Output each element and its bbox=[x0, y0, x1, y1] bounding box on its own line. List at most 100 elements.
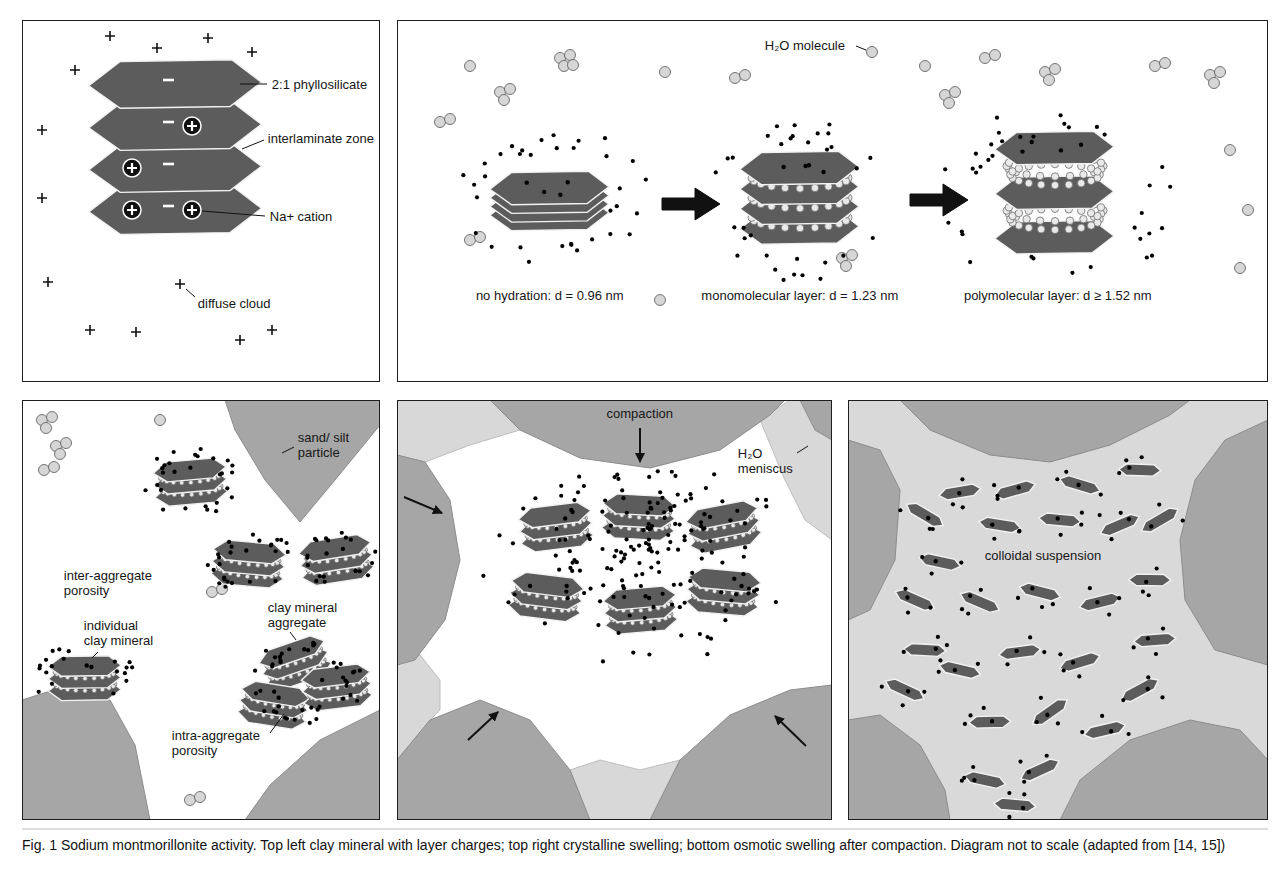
cation-dot bbox=[905, 688, 911, 694]
water-molecule bbox=[1235, 263, 1246, 274]
cation-dot bbox=[274, 549, 278, 553]
water-molecule bbox=[1037, 226, 1044, 233]
cation-dot bbox=[1055, 477, 1059, 481]
cation-dot bbox=[943, 167, 947, 171]
cation-dot bbox=[1017, 529, 1021, 533]
cation-dot bbox=[755, 587, 759, 591]
cation-dot bbox=[933, 559, 938, 564]
cation-dot bbox=[475, 195, 479, 199]
cation-dot bbox=[1035, 720, 1039, 724]
clay-stack bbox=[1098, 512, 1142, 539]
cation-dot bbox=[952, 667, 957, 672]
positive-charge bbox=[105, 31, 115, 41]
cation-dot bbox=[340, 546, 345, 551]
water-molecule bbox=[499, 95, 510, 106]
cation-dot bbox=[226, 458, 230, 462]
water-molecule bbox=[39, 465, 50, 476]
cation-dot bbox=[732, 225, 736, 229]
water-molecule bbox=[83, 676, 88, 681]
cation-dot bbox=[576, 139, 580, 143]
cation-dot bbox=[269, 542, 273, 546]
cation-dot bbox=[51, 649, 55, 653]
cation-dot bbox=[1029, 255, 1033, 259]
panel-art bbox=[37, 31, 277, 345]
cation-dot bbox=[264, 649, 268, 653]
cation-dot bbox=[518, 245, 522, 249]
cation-dot bbox=[931, 527, 935, 531]
water-molecule bbox=[1051, 173, 1058, 180]
cation-dot bbox=[723, 618, 727, 622]
cation-dot bbox=[990, 154, 994, 158]
cation-dot bbox=[960, 607, 964, 611]
cation-dot bbox=[726, 156, 730, 160]
cation-dot bbox=[979, 588, 983, 592]
cation-dot bbox=[308, 721, 312, 725]
cation-dot bbox=[521, 506, 525, 510]
cation-dot bbox=[527, 260, 531, 264]
cation-dot bbox=[183, 506, 187, 510]
cation-dot bbox=[705, 652, 709, 656]
positive-charge bbox=[267, 325, 277, 335]
water-molecule bbox=[445, 114, 456, 125]
cation-dot bbox=[855, 166, 859, 170]
cation-dot bbox=[230, 581, 234, 585]
cation-dot bbox=[563, 516, 568, 521]
clay-stack bbox=[938, 483, 982, 501]
cation-dot bbox=[679, 633, 683, 637]
cation-dot bbox=[557, 568, 561, 572]
cation-dot bbox=[340, 531, 344, 535]
cation-dot bbox=[1146, 675, 1150, 679]
cation-dot bbox=[123, 671, 127, 675]
water-molecule bbox=[61, 438, 72, 449]
cation-dot bbox=[1022, 792, 1026, 796]
cation-dot bbox=[199, 447, 203, 451]
cation-dot bbox=[1007, 815, 1011, 819]
cation-dot bbox=[800, 273, 804, 277]
clay-layer bbox=[517, 501, 592, 529]
cation-dot bbox=[1021, 806, 1026, 811]
clay-stack bbox=[903, 643, 946, 658]
water-molecule bbox=[1097, 159, 1104, 166]
cation-dot bbox=[992, 537, 996, 541]
cation-dot bbox=[1080, 730, 1084, 734]
cation-dot bbox=[225, 486, 229, 490]
water-molecule bbox=[1066, 172, 1073, 179]
water-molecule bbox=[1036, 172, 1043, 179]
positive-charge bbox=[37, 193, 47, 203]
cation-dot bbox=[1148, 183, 1152, 187]
cation-dot bbox=[217, 581, 221, 585]
cation-dot bbox=[1100, 714, 1104, 718]
cation-dot bbox=[601, 583, 605, 587]
sand-grain bbox=[225, 401, 379, 522]
cation-dot bbox=[623, 552, 627, 556]
figure-panel: compactionH₂O meniscus bbox=[397, 400, 832, 820]
cation-dot bbox=[1107, 612, 1111, 616]
clay-layer bbox=[1018, 581, 1062, 604]
figure-label: polymolecular layer: d ≥ 1.52 nm bbox=[964, 288, 1152, 303]
cation-dot bbox=[974, 170, 978, 174]
cation-dot bbox=[341, 697, 345, 701]
leader-line bbox=[92, 652, 98, 658]
cation-dot bbox=[821, 170, 825, 174]
cation-dot bbox=[1119, 511, 1123, 515]
cation-dot bbox=[986, 158, 990, 162]
clay-layer bbox=[938, 483, 982, 501]
cation-dot bbox=[1039, 696, 1043, 700]
cation-dot bbox=[647, 475, 651, 479]
cation-dot bbox=[490, 245, 494, 249]
clay-layer bbox=[963, 769, 1007, 790]
cation-dot bbox=[990, 522, 995, 527]
water-molecule bbox=[1080, 171, 1087, 178]
cation-dot bbox=[826, 131, 830, 135]
cation-dot bbox=[678, 605, 682, 609]
water-molecule bbox=[1080, 215, 1087, 222]
cation-dot bbox=[608, 209, 612, 213]
clay-layer bbox=[687, 566, 762, 594]
cation-dot bbox=[604, 154, 608, 158]
cation-dot bbox=[559, 484, 563, 488]
cation-dot bbox=[566, 596, 570, 600]
cation-dot bbox=[605, 566, 609, 570]
panel-art bbox=[849, 401, 1267, 819]
cation-dot bbox=[1155, 566, 1159, 570]
cation-dot bbox=[720, 561, 724, 565]
